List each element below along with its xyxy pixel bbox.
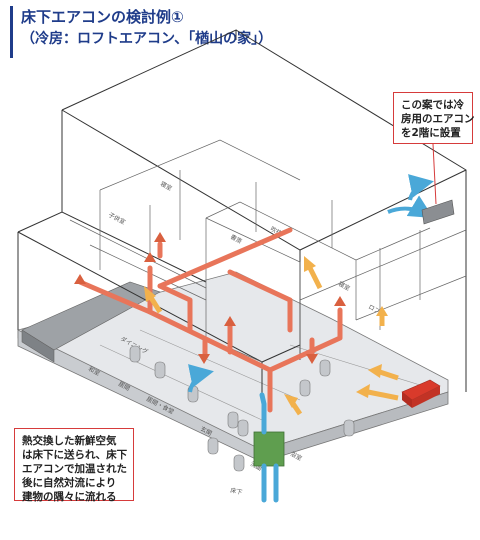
underfloor-air-conditioner-side bbox=[402, 392, 412, 408]
callout-line: 後に自然対流により bbox=[22, 477, 117, 489]
fresh-air-arrow bbox=[408, 174, 434, 201]
inner-wall-line bbox=[99, 344, 263, 421]
callout-top-leader bbox=[432, 143, 437, 205]
callout-loft-ac: この案では冷 房用のエアコン を2階に設置 bbox=[393, 92, 475, 144]
heat-exchanger-unit bbox=[253, 431, 285, 467]
room-label: 居間 bbox=[117, 381, 131, 393]
interior-frame bbox=[69, 139, 467, 363]
pier bbox=[233, 454, 245, 472]
pier bbox=[154, 361, 166, 379]
vent-up bbox=[144, 252, 156, 262]
room-label: 床下 bbox=[230, 486, 243, 496]
foundation-wall bbox=[21, 329, 55, 363]
duct-vents bbox=[74, 232, 346, 364]
warm-air-arrow-head bbox=[368, 364, 382, 378]
vent-up bbox=[306, 354, 318, 364]
warm-air-arrow-head bbox=[376, 306, 388, 316]
warm-air-arrow-head bbox=[144, 286, 156, 302]
warm-air-arrow bbox=[367, 389, 399, 401]
callout-line: 房用のエアコン bbox=[401, 113, 475, 125]
inner-wall-line bbox=[139, 329, 301, 401]
callout-fresh-air: 熱交換した新鮮空気 は床下に送られ、床下 エアコンで加温された 後に自然対流によ… bbox=[14, 428, 134, 503]
vent-up bbox=[224, 316, 236, 326]
callout-line: エアコンで加温された bbox=[22, 463, 127, 475]
title-main: 床下エアコンの検討例① bbox=[21, 8, 184, 26]
pier bbox=[207, 437, 219, 455]
room-label: 浴室 bbox=[289, 450, 303, 463]
loft-air-conditioner bbox=[421, 199, 455, 225]
underfloor-air-conditioner-front bbox=[412, 386, 440, 408]
vent-up bbox=[74, 274, 86, 284]
callout-line: この案では冷 bbox=[401, 99, 464, 111]
pier bbox=[237, 419, 249, 437]
pier bbox=[299, 379, 311, 397]
vent-up bbox=[198, 354, 210, 364]
warm-air-arrow-head bbox=[284, 394, 298, 408]
supply-ducts bbox=[77, 227, 343, 413]
pier bbox=[343, 419, 355, 437]
callout-line: は床下に送られ、床下 bbox=[22, 449, 128, 461]
warm-air-arrow-head bbox=[304, 256, 316, 272]
fresh-air-ducts bbox=[259, 392, 279, 503]
pier bbox=[319, 359, 331, 377]
room-label: 子供室 bbox=[107, 211, 127, 227]
vent-up bbox=[154, 232, 166, 242]
warm-air-arrow bbox=[307, 266, 323, 290]
title-block: 床下エアコンの検討例① （冷房：ロフトエアコン、「楢山の家」） bbox=[10, 6, 340, 58]
vent-up bbox=[334, 296, 346, 306]
warm-air-arrow bbox=[147, 294, 163, 314]
pier bbox=[129, 345, 141, 363]
callout-line: 建物の隅々に流れる bbox=[22, 491, 117, 503]
warm-air-arrow bbox=[379, 369, 399, 381]
room-label: 寝室 bbox=[337, 280, 351, 293]
callout-line: 熱交換した新鮮空気 bbox=[22, 435, 117, 447]
callout-line: を2階に設置 bbox=[401, 127, 461, 139]
fresh-air-arrow bbox=[188, 364, 214, 393]
title-sub: （冷房：ロフトエアコン、「楢山の家」） bbox=[21, 31, 273, 47]
room-label: 寝室 bbox=[159, 180, 173, 193]
warm-air-arrow-head bbox=[356, 384, 370, 398]
foundation-piers bbox=[129, 345, 355, 472]
pier bbox=[227, 411, 239, 429]
